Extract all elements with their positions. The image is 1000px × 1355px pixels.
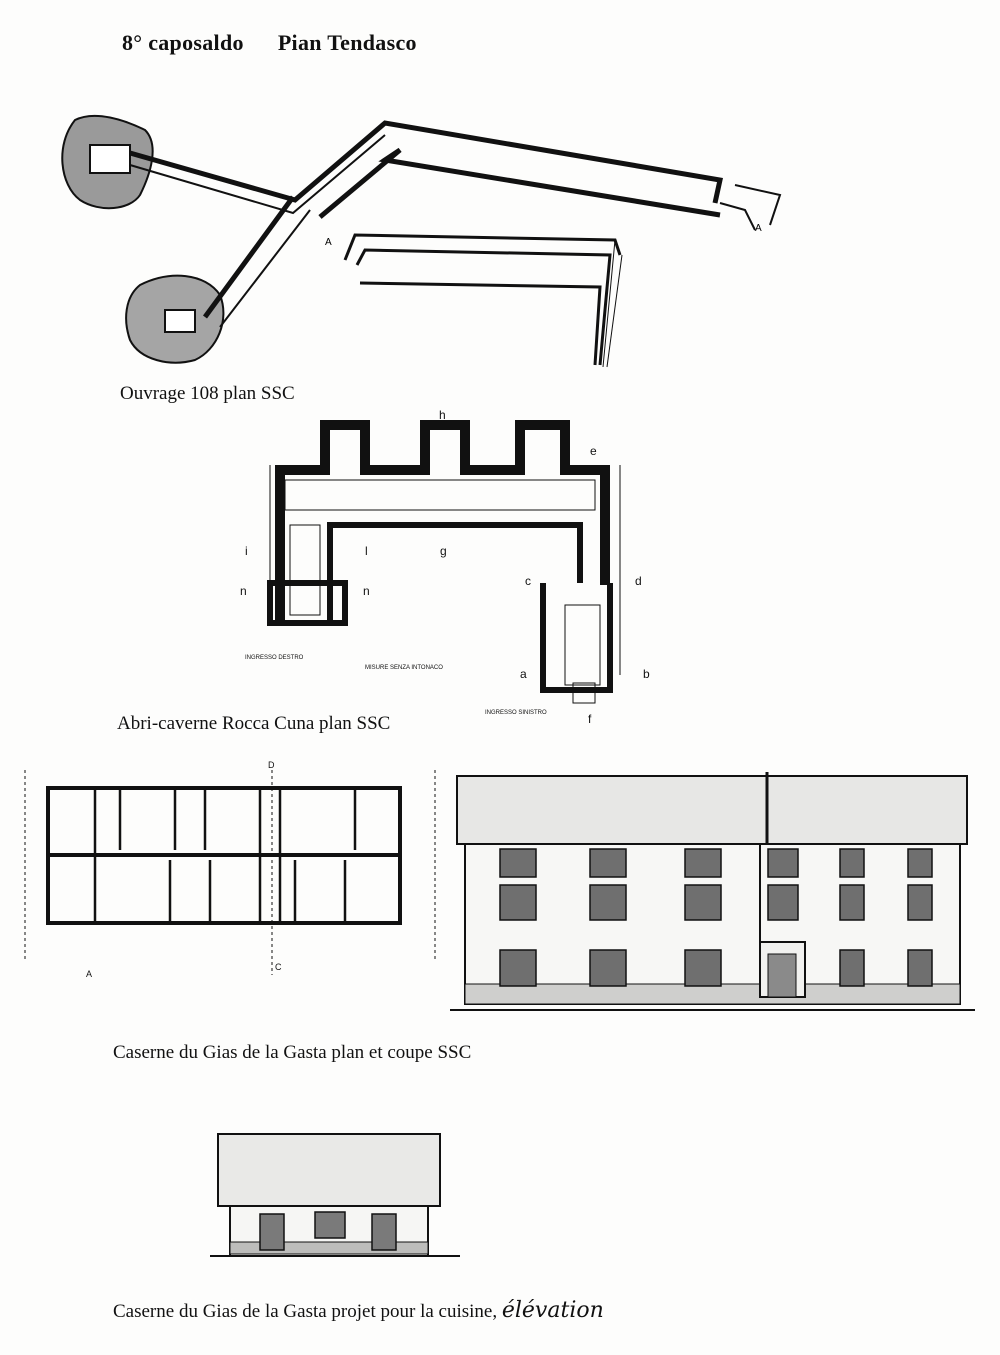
label-a: a	[520, 667, 527, 681]
note-misure-senza-intonaco: MISURE SENZA INTONACO	[365, 665, 443, 671]
section-mark-c: C	[275, 962, 282, 972]
label-h: h	[439, 408, 446, 422]
label-e: e	[590, 444, 597, 458]
caption-caserne-plan-coupe: Caserne du Gias de la Gasta plan et coup…	[113, 1042, 472, 1063]
note-ingresso-destro: INGRESSO DESTRO	[245, 655, 304, 661]
caserne-elevation	[450, 772, 975, 1011]
label-i: i	[245, 544, 248, 558]
page-title: 8° caposaldo Pian Tendasco	[122, 30, 417, 56]
caption-abri-caverne: Abri-caverne Rocca Cuna plan SSC	[117, 713, 391, 734]
label-c: c	[525, 574, 531, 588]
caption-cuisine-handwritten: élévation	[501, 1298, 604, 1323]
label-n-right: n	[363, 584, 370, 598]
label-b: b	[643, 667, 650, 681]
caption-cuisine-printed: Caserne du Gias de la Gasta projet pour …	[113, 1301, 498, 1322]
section-mark-d: D	[268, 760, 275, 770]
caption-ouvrage-108: Ouvrage 108 plan SSC	[120, 383, 295, 404]
ouvrage-108-plan: A A	[61, 114, 782, 368]
caposaldo-name: Pian Tendasco	[277, 30, 417, 55]
caposaldo-number: 8° caposaldo	[122, 30, 244, 55]
section-mark-a-left: A	[325, 237, 332, 248]
label-n-left: n	[240, 584, 247, 598]
section-mark-a-right: A	[755, 223, 762, 234]
note-ingresso-sinistro: INGRESSO SINISTRO	[485, 710, 547, 716]
label-f: f	[588, 712, 592, 725]
label-d: d	[635, 574, 642, 588]
cuisine-elevation	[210, 1133, 460, 1257]
label-l: l	[365, 544, 368, 558]
caption-cuisine: Caserne du Gias de la Gasta projet pour …	[113, 1298, 604, 1323]
caserne-plan: D A C	[24, 760, 436, 979]
label-g: g	[440, 544, 447, 558]
section-mark-a: A	[86, 969, 92, 979]
abri-caverne-rocca-cuna-plan: h e i l g n n c d a b f INGRESSO DESTRO …	[240, 408, 650, 725]
